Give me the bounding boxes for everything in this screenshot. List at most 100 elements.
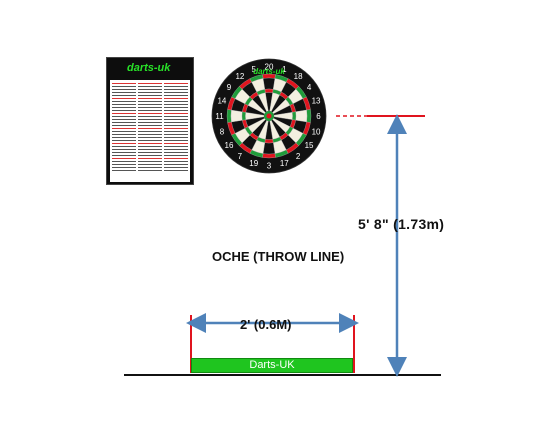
board-number: 14 [217,97,226,106]
chart-row [164,128,188,129]
chart-row [164,110,188,111]
chart-row [138,86,162,87]
chart-row [112,161,136,162]
chart-row [138,164,162,165]
outer-single-segment [295,109,308,123]
chart-row [112,119,136,120]
chart-row [164,143,188,144]
chart-row [138,146,162,147]
chart-row [164,158,188,159]
chart-row [138,104,162,105]
board-number: 9 [227,83,232,92]
chart-row [112,140,136,141]
chart-row [164,122,188,123]
chart-row [112,146,136,147]
chart-row [164,95,188,96]
chart-row [164,167,188,168]
chart-row [164,83,188,84]
chart-row [112,137,136,138]
chart-row [138,161,162,162]
chart-row [164,86,188,87]
double-segment [226,109,232,123]
chart-row [112,167,136,168]
oche-mat: Darts-UK [191,358,353,373]
board-number: 8 [220,127,225,136]
chart-row [138,125,162,126]
chart-row [138,107,162,108]
treble-segment [264,88,274,93]
chart-row [138,92,162,93]
board-number: 1 [282,65,287,74]
chart-row [164,146,188,147]
chart-row [138,119,162,120]
board-number: 10 [312,127,321,136]
bullseye [266,113,272,119]
board-number: 12 [235,72,244,81]
board-number: 19 [249,159,258,168]
chart-row [138,89,162,90]
chart-row [164,134,188,135]
chart-row [164,137,188,138]
chart-row [164,98,188,99]
chart-row [138,167,162,168]
board-number: 13 [312,97,321,106]
chart-row [112,149,136,150]
chart-logo: darts-uk [127,62,171,74]
chart-row [138,131,162,132]
chart-row [112,143,136,144]
chart-row [112,95,136,96]
outer-single-segment [262,77,276,90]
chart-row [164,104,188,105]
chart-row [164,149,188,150]
chart-row [138,155,162,156]
chart-row [112,125,136,126]
chart-row [138,101,162,102]
treble-segment [241,111,246,121]
checkout-chart: darts-uk [106,57,194,185]
chart-row [112,98,136,99]
chart-row [164,152,188,153]
board-number: 7 [238,152,243,161]
board-number: 18 [294,72,303,81]
chart-row [138,158,162,159]
chart-row [138,110,162,111]
chart-row [112,152,136,153]
chart-row [138,143,162,144]
width-label: 2' (0.6M) [240,317,292,332]
treble-segment [292,111,297,121]
chart-row [112,128,136,129]
chart-row [112,107,136,108]
double-segment [262,153,276,159]
board-number: 3 [267,162,272,171]
chart-row [112,164,136,165]
chart-row [138,140,162,141]
board-number: 15 [305,141,314,150]
chart-row [138,149,162,150]
chart-row [164,89,188,90]
chart-row [164,155,188,156]
chart-row [164,119,188,120]
chart-row [164,161,188,162]
board-number: 11 [215,112,224,121]
board-number: 2 [296,152,301,161]
board-logo: darts-uk [253,67,285,76]
chart-row [112,158,136,159]
chart-row [112,92,136,93]
chart-row [112,110,136,111]
chart-row [164,140,188,141]
chart-row [112,170,136,171]
board-number: 4 [307,83,312,92]
chart-row [164,113,188,114]
chart-row [112,89,136,90]
chart-row [112,101,136,102]
chart-row [112,131,136,132]
double-segment [306,109,312,123]
chart-row [112,104,136,105]
chart-row [112,113,136,114]
chart-row [164,107,188,108]
chart-row [112,134,136,135]
chart-row [138,83,162,84]
